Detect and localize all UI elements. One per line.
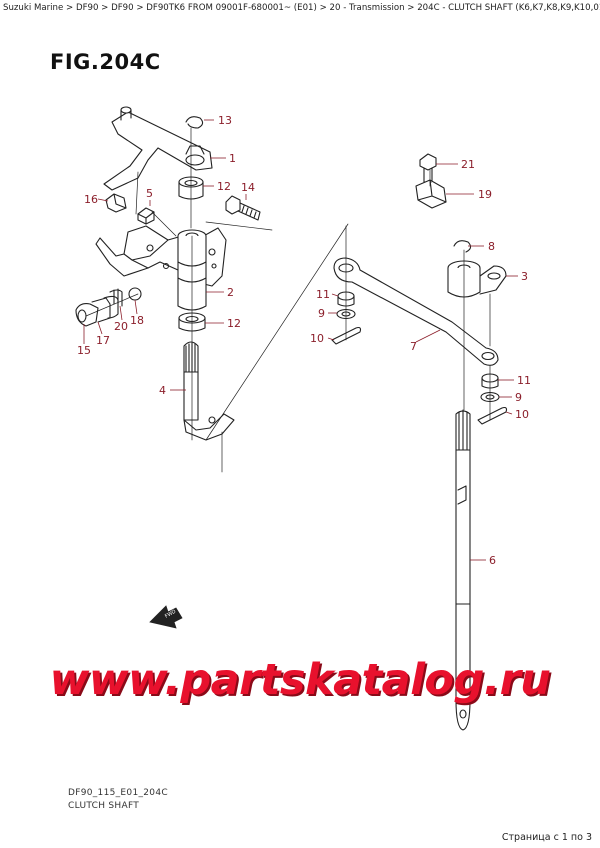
shift-lever-arm	[103, 106, 213, 191]
cotter-pin-left	[331, 326, 362, 345]
bolt	[225, 195, 261, 221]
clutch-shaft	[455, 409, 471, 731]
fwd-label: FWD	[164, 609, 177, 620]
callout-5[interactable]: 5	[146, 187, 153, 200]
callout-9-left[interactable]: 9	[318, 307, 325, 320]
clamp	[415, 179, 447, 209]
pin	[137, 207, 155, 225]
callout-11-right[interactable]: 11	[517, 374, 531, 387]
clamp-bolt	[419, 153, 437, 183]
callout-14[interactable]: 14	[241, 181, 255, 194]
figure-code: DF90_115_E01_204C	[68, 788, 168, 798]
pager[interactable]: Страница с 1 по 3	[501, 832, 592, 843]
callout-16[interactable]: 16	[84, 193, 98, 206]
callout-15[interactable]: 15	[77, 344, 91, 357]
callout-9-right[interactable]: 9	[515, 391, 522, 404]
callout-17[interactable]: 17	[96, 334, 110, 347]
breadcrumb[interactable]: Suzuki Marine > DF90 > DF90 > DF90TK6 FR…	[3, 3, 600, 13]
callout-2[interactable]: 2	[227, 286, 234, 299]
figure-title: FIG.204C	[50, 50, 161, 74]
figure-caption: CLUTCH SHAFT	[68, 801, 140, 811]
callout-10-right[interactable]: 10	[515, 408, 529, 421]
cap	[105, 193, 127, 213]
callout-7[interactable]: 7	[410, 340, 417, 353]
callout-1[interactable]: 1	[229, 152, 236, 165]
callout-10-left[interactable]: 10	[310, 332, 324, 345]
lever-boss	[447, 260, 507, 298]
callout-20[interactable]: 20	[114, 320, 128, 333]
lever-shaft	[183, 341, 235, 441]
callout-3[interactable]: 3	[521, 270, 528, 283]
callout-12-lower[interactable]: 12	[227, 317, 241, 330]
callout-13[interactable]: 13	[218, 114, 232, 127]
clip	[185, 116, 204, 129]
snap-clip	[453, 240, 472, 253]
callout-21[interactable]: 21	[461, 158, 475, 171]
detent-assembly	[75, 287, 142, 327]
callout-18[interactable]: 18	[130, 314, 144, 327]
callout-19[interactable]: 19	[478, 188, 492, 201]
fwd-arrow-icon: FWD	[149, 605, 183, 629]
callout-8[interactable]: 8	[488, 240, 495, 253]
watermark: www.partskatalog.ru	[49, 655, 551, 705]
callout-6[interactable]: 6	[489, 554, 496, 567]
callout-4[interactable]: 4	[159, 384, 166, 397]
callout-11-left[interactable]: 11	[316, 288, 330, 301]
cotter-pin-right	[477, 406, 508, 425]
callout-12-upper[interactable]: 12	[217, 180, 231, 193]
